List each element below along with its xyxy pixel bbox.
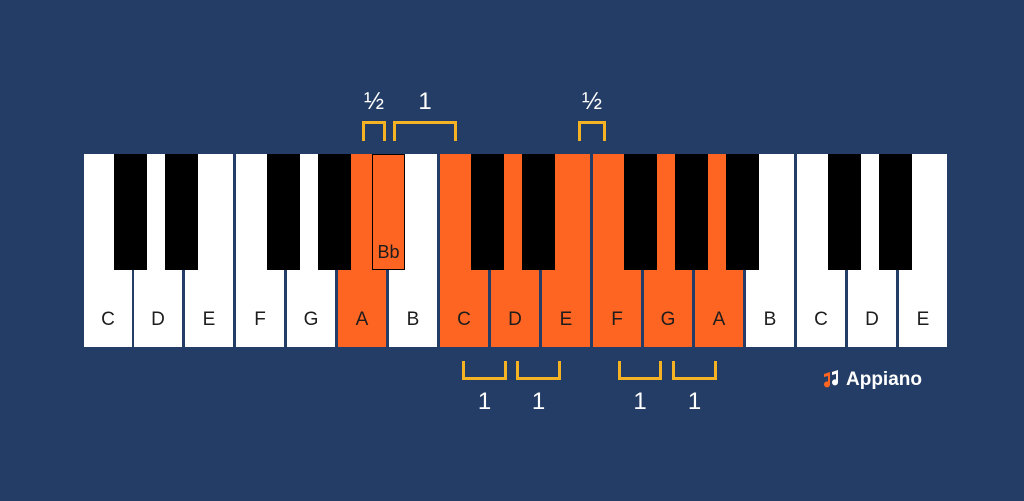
black-key [471, 154, 504, 270]
black-key [267, 154, 300, 270]
white-key-label: C [457, 309, 471, 330]
step-label: 1 [531, 388, 546, 415]
step-label: ½ [363, 88, 384, 115]
step-bracket [618, 361, 662, 380]
step-label: 1 [418, 88, 432, 115]
black-key [624, 154, 657, 270]
step-bracket [578, 121, 606, 141]
white-key-label: D [865, 309, 879, 330]
step-bracket [672, 361, 717, 380]
black-key-label: Bb [377, 242, 400, 262]
step-bracket [462, 361, 507, 380]
brand-logo: Appiano [822, 368, 922, 392]
black-key [675, 154, 708, 270]
white-key-label: A [355, 309, 369, 330]
white-key-label: D [151, 309, 165, 330]
black-key: Bb [372, 154, 405, 270]
white-key-label: G [660, 309, 676, 330]
white-key-label: C [101, 309, 115, 330]
step-label: 1 [477, 388, 492, 415]
white-key-label: B [406, 309, 420, 330]
logo-text: Appiano [846, 369, 922, 390]
step-label: 1 [687, 388, 702, 415]
white-key-label: G [303, 309, 319, 330]
white-key-label: F [611, 309, 623, 330]
black-key [522, 154, 555, 270]
black-key [165, 154, 198, 270]
white-key-label: A [712, 309, 726, 330]
white-key-label: D [508, 309, 522, 330]
black-key [828, 154, 861, 270]
music-note-logo-icon [824, 370, 839, 388]
black-key [318, 154, 351, 270]
white-key-label: B [763, 309, 777, 330]
white-key-label: E [916, 309, 930, 330]
step-label: ½ [581, 88, 602, 115]
white-key-label: E [559, 309, 573, 330]
step-bracket [393, 121, 457, 141]
white-key-label: C [814, 309, 828, 330]
black-key [726, 154, 759, 270]
white-key-label: F [254, 309, 266, 330]
black-key [114, 154, 147, 270]
step-bracket [362, 121, 386, 141]
step-bracket [516, 361, 561, 380]
black-key [879, 154, 912, 270]
step-label: 1 [633, 388, 647, 415]
white-key-label: E [202, 309, 216, 330]
